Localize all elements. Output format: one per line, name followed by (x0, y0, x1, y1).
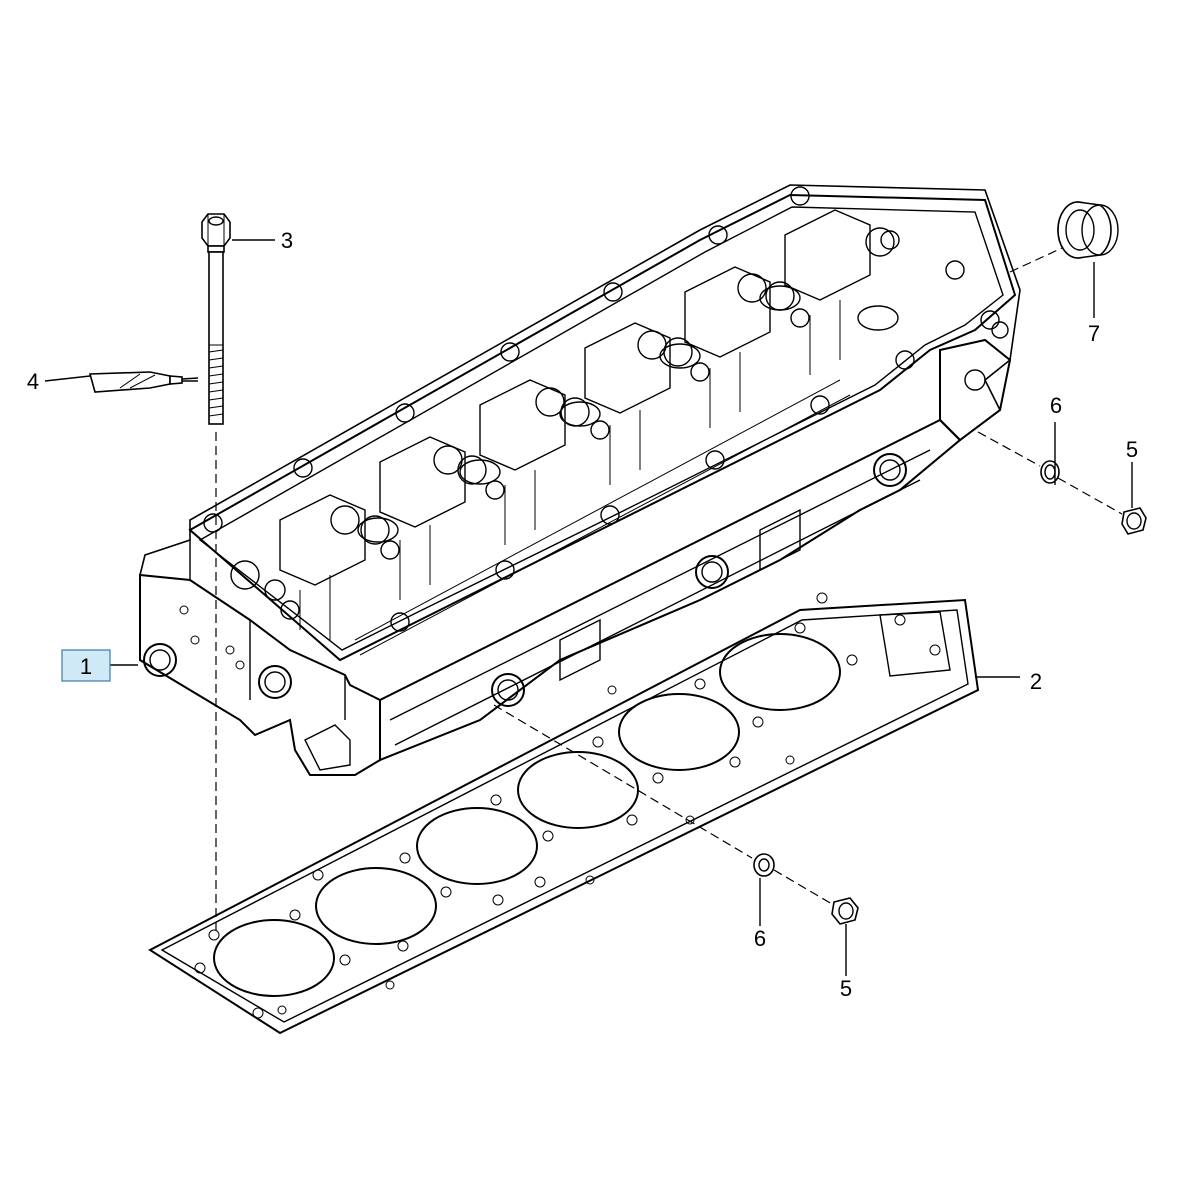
plug-screw-upper (1121, 507, 1147, 535)
cap-plug (1057, 201, 1119, 259)
head-gasket (148, 592, 980, 1035)
callout-part-7[interactable]: 7 (1088, 321, 1100, 346)
cylinder-head (139, 184, 1021, 776)
head-detail-lines (299, 300, 851, 656)
head-bolt (201, 213, 231, 425)
callout-part-1[interactable]: 1 (80, 654, 92, 679)
valve-train-towers (230, 209, 895, 620)
rail-bolt-lugs (203, 186, 1000, 632)
leader-lines (44, 239, 1133, 976)
gasket-bolt-holes (194, 592, 941, 1019)
sealant-applicator (88, 371, 199, 393)
plug-screw-lower (831, 897, 859, 925)
callout-part-6-upper[interactable]: 6 (1050, 393, 1062, 418)
gasket-cylinder-bores (213, 633, 841, 997)
assembly-dashed-lines (215, 247, 1123, 930)
callout-part-6-lower[interactable]: 6 (754, 926, 766, 951)
callout-part-4[interactable]: 4 (27, 369, 39, 394)
callout-part-2[interactable]: 2 (1030, 669, 1042, 694)
bolt-thread (208, 349, 224, 417)
part-1-highlight-box (61, 649, 111, 682)
seal-ring-lower (753, 853, 775, 877)
callout-labels: 1 2 3 4 5 5 6 6 7 (27, 228, 1138, 1001)
callout-part-5-upper[interactable]: 5 (1126, 437, 1138, 462)
callout-part-5-lower[interactable]: 5 (840, 976, 852, 1001)
injector-bosses (357, 285, 899, 543)
callout-part-3[interactable]: 3 (281, 228, 293, 253)
seal-ring-upper (1040, 460, 1060, 484)
